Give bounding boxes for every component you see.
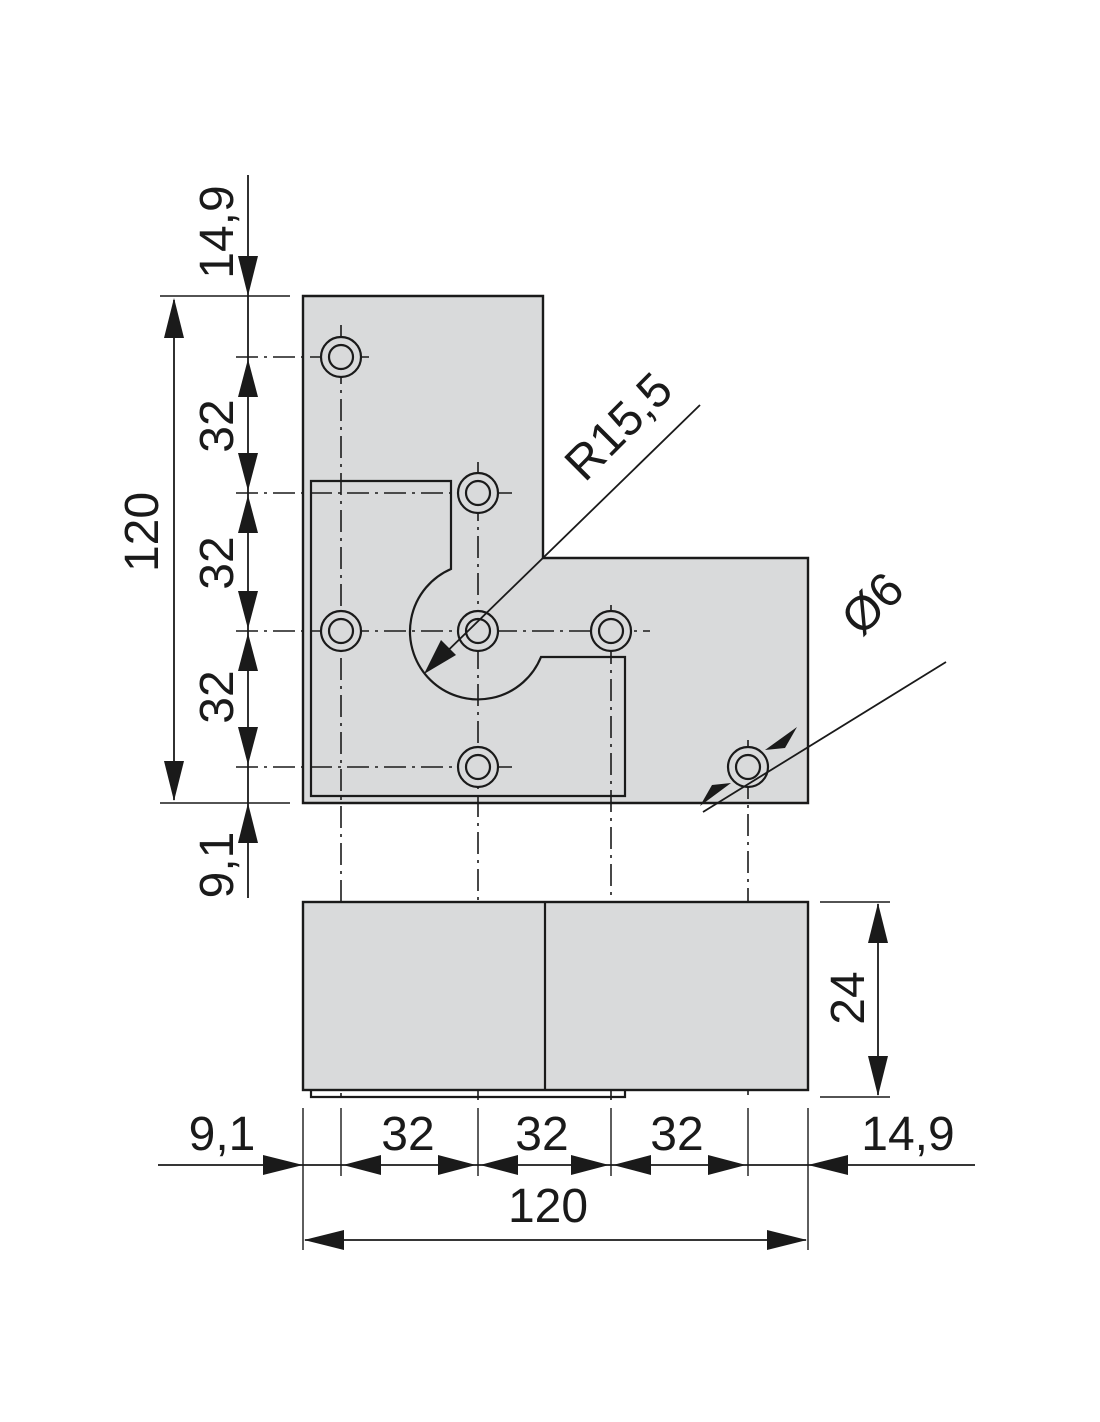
- label-h-spacing-c: 32: [650, 1108, 703, 1161]
- thickness-dimension: [820, 901, 890, 1098]
- vertical-chain-dimension: [238, 175, 258, 898]
- horizontal-chain-dimension: [158, 1155, 975, 1175]
- label-thickness: 24: [822, 971, 875, 1024]
- hole: [456, 609, 500, 653]
- width-dimension: [304, 1230, 807, 1250]
- label-radius: R15,5: [555, 363, 683, 491]
- side-body: [301, 900, 810, 1092]
- plate-outline: [301, 294, 810, 805]
- radius-leader: [424, 404, 701, 674]
- label-h-spacing-a: 32: [381, 1108, 434, 1161]
- label-overall-height: 120: [116, 492, 169, 572]
- label-spacing-a: 32: [191, 399, 244, 452]
- label-diameter: Ø6: [832, 563, 915, 646]
- label-h-right-offset: 14,9: [861, 1108, 954, 1161]
- recess-contour: [309, 479, 627, 798]
- label-bottom-offset: 9,1: [191, 832, 244, 899]
- diameter-leader: [700, 661, 947, 813]
- label-overall-width: 120: [508, 1180, 588, 1233]
- label-spacing-c: 32: [191, 670, 244, 723]
- vertical-extension-lines: [160, 295, 290, 804]
- hole: [456, 471, 500, 515]
- hole: [319, 335, 363, 379]
- label-spacing-b: 32: [191, 536, 244, 589]
- label-h-spacing-b: 32: [515, 1108, 568, 1161]
- hole: [456, 745, 500, 789]
- hole: [589, 609, 633, 653]
- height-dimension: [164, 298, 184, 801]
- hole: [319, 609, 363, 653]
- label-top-offset: 14,9: [191, 185, 244, 278]
- label-h-left-offset: 9,1: [189, 1108, 256, 1161]
- hole: [726, 745, 770, 789]
- side-view: 24 9,1 32 32: [158, 900, 975, 1250]
